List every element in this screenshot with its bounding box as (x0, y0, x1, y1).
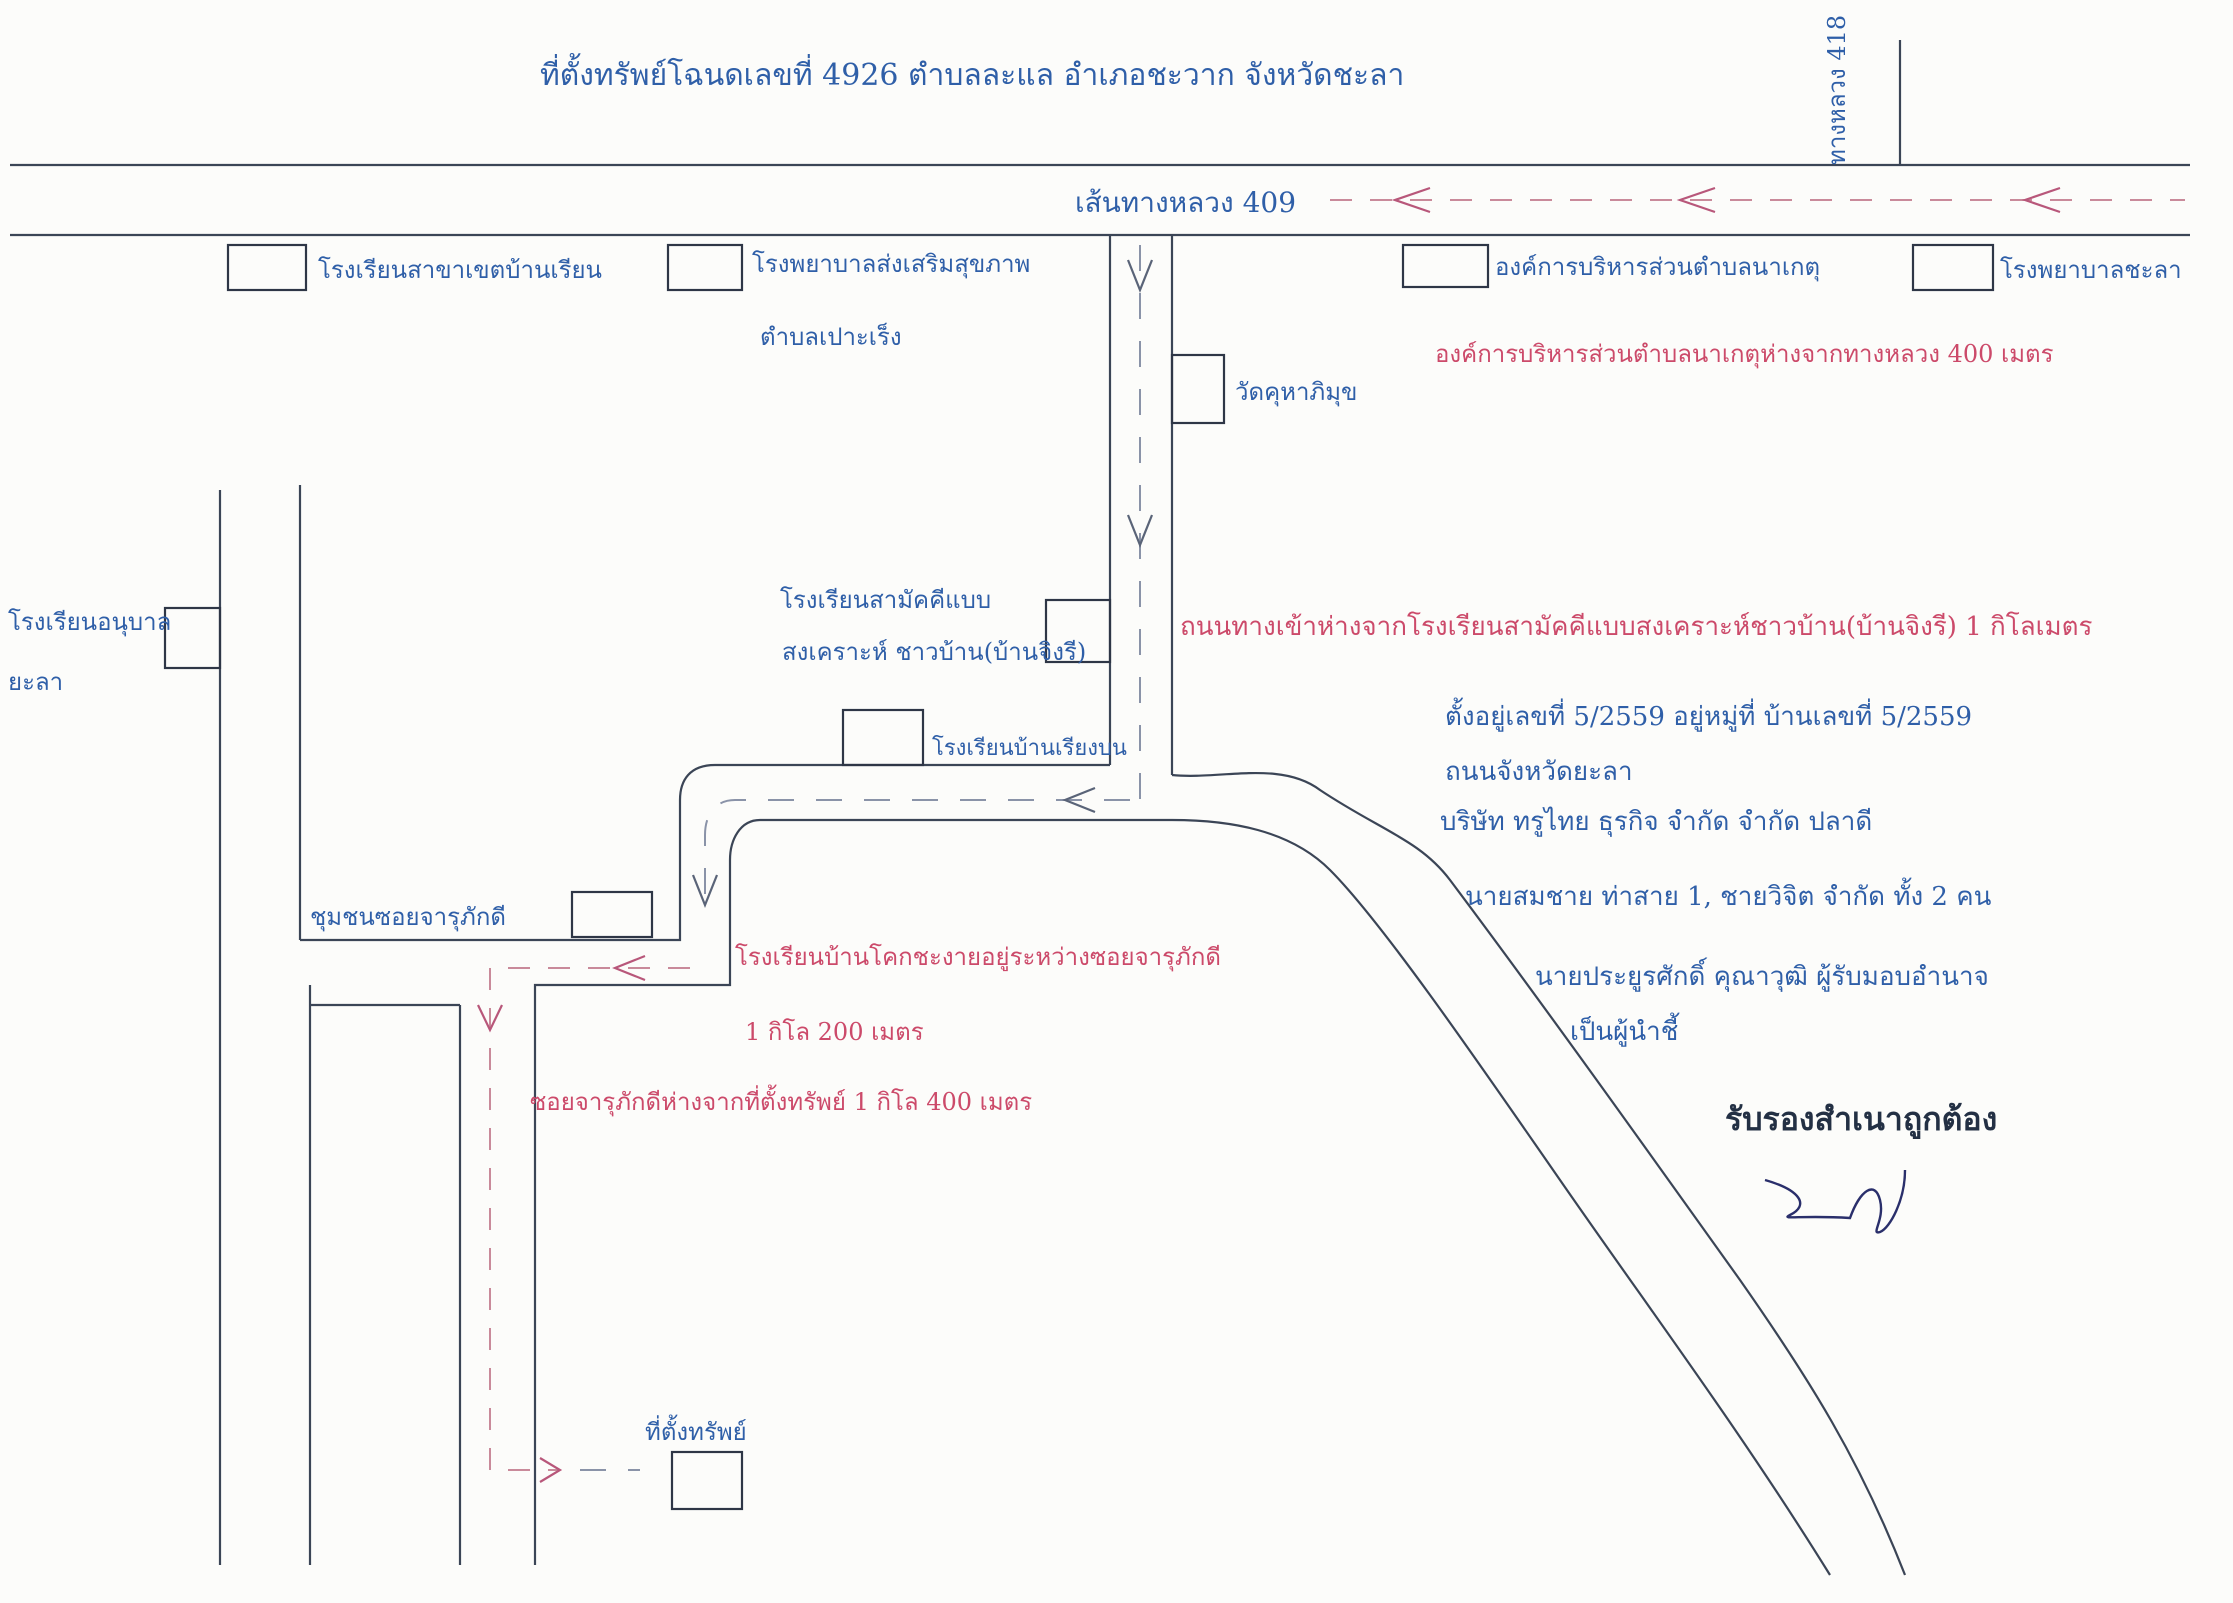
temple-building (1170, 353, 1226, 425)
hospital-label: โรงพยาบาลชะลา (2000, 256, 2182, 284)
curve-road-upper-edge (1171, 771, 1907, 1576)
welfare-school-label-2: สงเคราะห์ ชาวบ้าน(บ้านจิงรี) (782, 638, 1086, 666)
hospital-building (1911, 243, 1995, 292)
property-building (670, 1450, 744, 1511)
temple-label: วัดคุหาภิมุข (1235, 378, 1357, 407)
map-title: ที่ตั้งทรัพย์โฉนดเลขที่ 4926 ตำบลละแล อำ… (540, 53, 1404, 93)
note-blue-3: บริษัท ทรูไทย ธุรกิจ จำกัด จำกัด ปลาดี (1440, 806, 1872, 837)
tambon-office-building (1401, 243, 1490, 289)
small-school-building (841, 708, 925, 767)
health-center-building (666, 243, 744, 292)
health-center-label-1: โรงพยาบาลส่งเสริมสุขภาพ (752, 250, 1030, 279)
property-label: ที่ตั้งทรัพย์ (645, 1414, 747, 1446)
left-school-building (163, 606, 222, 670)
soi-route (1126, 245, 1154, 800)
note-red-1: องค์การบริหารส่วนตำบลนาเกตุห่างจากทางหลว… (1435, 340, 2054, 369)
tambon-office-label: องค์การบริหารส่วนตำบลนาเกตุ (1495, 253, 1820, 282)
village-gate-label: ชุมชนซอยจารุภักดี (310, 903, 506, 932)
connector-road-inner (533, 818, 1172, 1565)
health-center-label-2: ตำบลเปาะเร็ง (760, 322, 902, 351)
small-school-label: โรงเรียนบ้านเรียงบน (932, 735, 1127, 761)
school-top-left-label: โรงเรียนสาขาเขตบ้านเรียน (318, 256, 602, 284)
note-red-5: ซอยจารุภักดีห่างจากที่ตั้งทรัพย์ 1 กิโล … (530, 1084, 1032, 1117)
school-top-left-building (226, 243, 308, 292)
village-gate-building (570, 890, 654, 939)
welfare-school-building (1044, 598, 1112, 664)
curve-road-lower-edge (1171, 818, 1831, 1576)
note-blue-1: ตั้งอยู่เลขที่ 5/2559 อยู่หมู่ที่ บ้านเล… (1445, 697, 1972, 732)
note-red-2: ถนนทางเข้าห่างจากโรงเรียนสามัคคีแบบสงเคร… (1180, 611, 2093, 642)
main-road-route-arrows (1330, 186, 2185, 214)
connector-road-outer (300, 763, 1110, 942)
certification-text: รับรองสำเนาถูกต้อง (1725, 1100, 1997, 1140)
highway-vertical-label: ทางหลวง 418 (1823, 15, 1851, 165)
main-road-label: เส้นทางหลวง 409 (1075, 186, 1296, 219)
signature-icon (1764, 1169, 1907, 1234)
note-blue-6: เป็นผู้นำชี้ (1570, 1012, 1680, 1047)
note-blue-2: ถนนจังหวัดยะลา (1445, 757, 1633, 787)
left-school-label-1: โรงเรียนอนุบาล (8, 608, 171, 637)
note-blue-4: นายสมชาย ท่าสาย 1, ชายวิจิต จำกัด ทั้ง 2… (1465, 877, 1992, 912)
left-school-label-2: ยะลา (8, 668, 63, 696)
note-blue-5: นายประยูรศักดิ์ คุณาวุฒิ ผู้รับมอบอำนาจ (1535, 957, 1989, 992)
note-red-4: 1 กิโล 200 เมตร (745, 1018, 924, 1046)
welfare-school-label-1: โรงเรียนสามัคคีแบบ (780, 586, 991, 614)
note-red-3: โรงเรียนบ้านโคกชะงายอยู่ระหว่างซอยจารุภั… (735, 943, 1221, 972)
connector-route (477, 786, 1130, 1483)
